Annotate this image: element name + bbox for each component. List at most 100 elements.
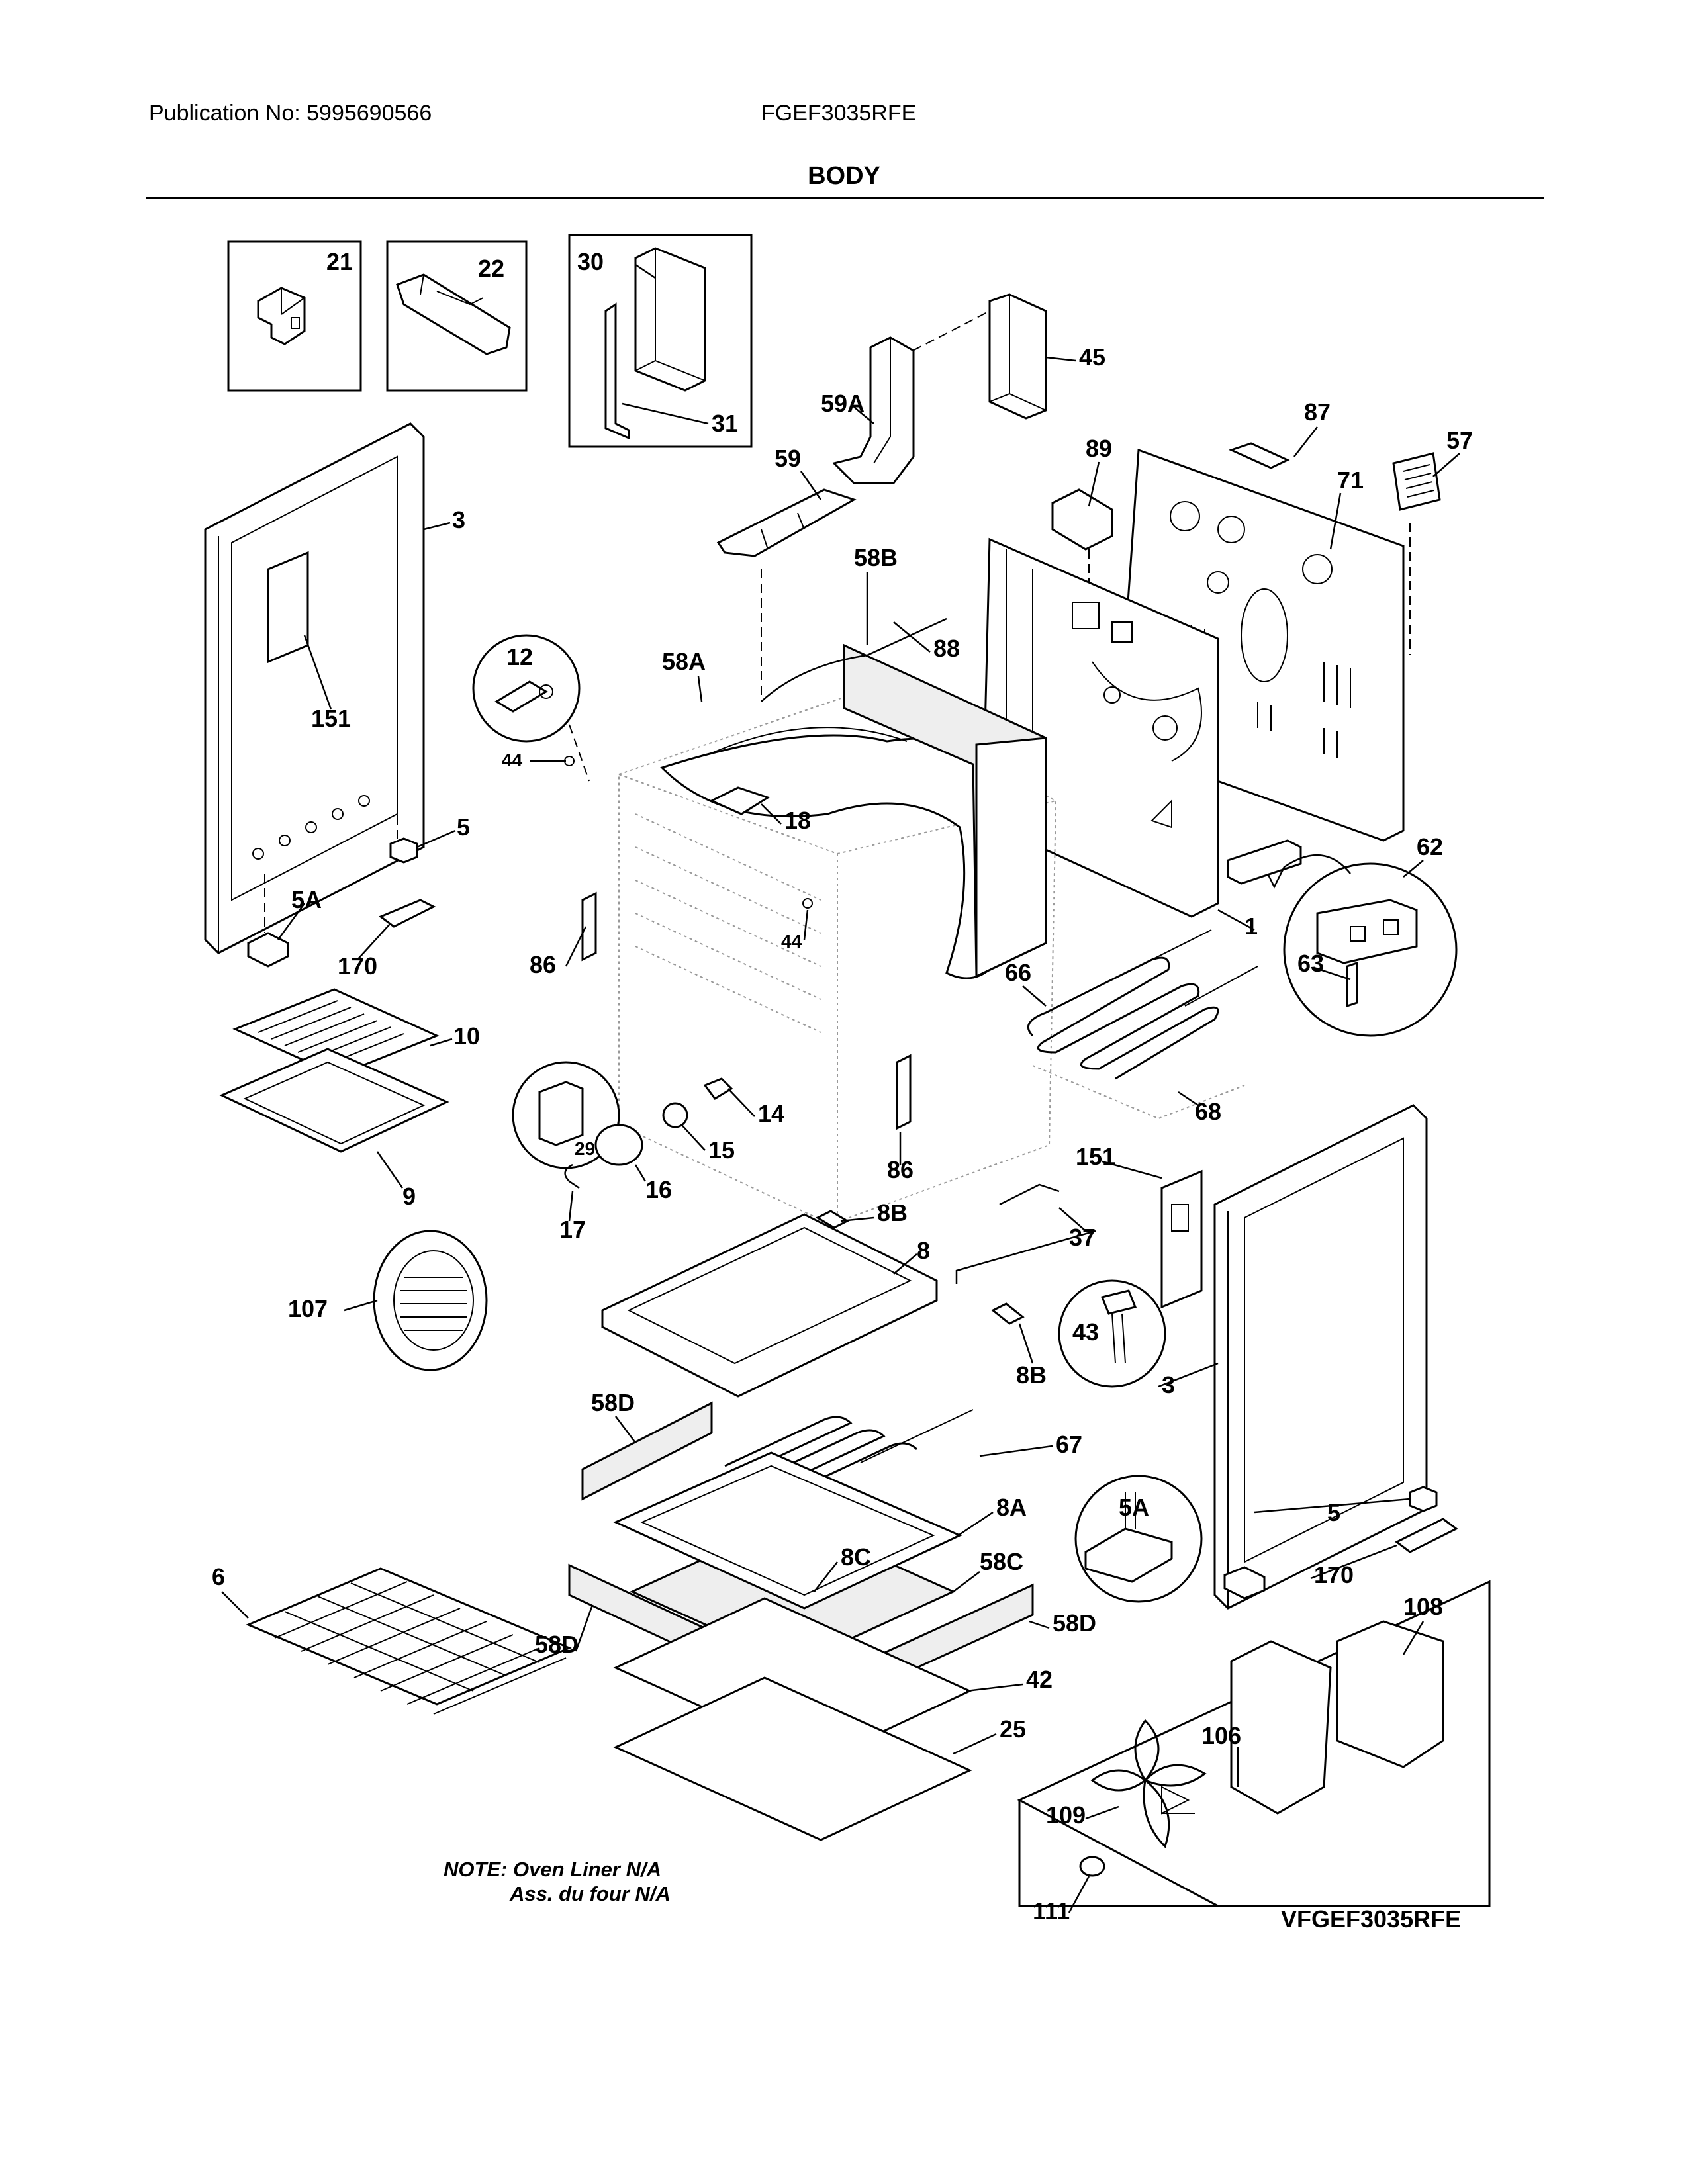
- model-number: FGEF3035RFE: [761, 101, 917, 126]
- inset-model-label: VFGEF3035RFE: [1281, 1905, 1461, 1933]
- callout-17: 17: [559, 1216, 586, 1243]
- section-title: BODY: [808, 162, 880, 190]
- callout-44-a: 44: [502, 750, 523, 770]
- socket-14: [703, 1077, 733, 1100]
- publication-number: Publication No: 5995690566: [149, 101, 432, 126]
- lens-16: [594, 1124, 643, 1166]
- bake-pan-8a: [613, 1451, 962, 1610]
- bracket-8b-bottom: [991, 1302, 1025, 1325]
- callout-16: 16: [645, 1176, 672, 1203]
- plate-87: [1228, 442, 1290, 469]
- callout-18: 18: [784, 807, 811, 834]
- callout-29: 29: [575, 1138, 595, 1159]
- callout-31: 31: [712, 410, 738, 437]
- callout-labels: 21 22 30 31 45 59A 59 87 57 89 71 58B 88…: [212, 248, 1473, 1925]
- callout-67: 67: [1056, 1431, 1082, 1458]
- note-line-1: NOTE: Oven Liner N/A: [444, 1858, 661, 1881]
- callout-71: 71: [1337, 467, 1364, 494]
- callout-5-right: 5: [1327, 1499, 1340, 1526]
- callout-42: 42: [1026, 1666, 1053, 1693]
- callout-58d-top: 58D: [591, 1389, 635, 1416]
- callout-45: 45: [1079, 343, 1105, 371]
- probe-lead: [955, 1230, 1096, 1284]
- lamp-cover-29: [512, 1061, 620, 1169]
- insulation-58d-top: [581, 1401, 713, 1501]
- oven-rack-6: [246, 1567, 572, 1715]
- callout-5-left: 5: [457, 813, 470, 841]
- screw-44-b: [802, 898, 813, 909]
- callout-8a: 8A: [996, 1494, 1027, 1521]
- insulation-58b: [843, 643, 1047, 978]
- bottom-cover-25: [613, 1676, 972, 1841]
- callout-43: 43: [1072, 1318, 1099, 1345]
- side-bracket-151: [1160, 1169, 1203, 1309]
- header-rule: [146, 197, 1544, 199]
- inset-box-22: [386, 240, 528, 392]
- bracket-86-left: [581, 891, 597, 962]
- lamp-socket-12: [472, 634, 590, 782]
- callout-5a-left: 5A: [291, 886, 322, 913]
- vent-cover-57: [1392, 452, 1441, 655]
- callout-14: 14: [758, 1100, 784, 1127]
- callout-8b-top: 8B: [877, 1199, 908, 1226]
- callout-10: 10: [453, 1023, 480, 1050]
- note-line-2: Ass. du four N/A: [509, 1882, 671, 1905]
- callout-58d-left: 58D: [535, 1631, 579, 1658]
- broil-element-66: [1027, 929, 1258, 1080]
- callout-21: 21: [326, 248, 353, 275]
- callout-111: 111: [1033, 1897, 1070, 1925]
- callout-3-right: 3: [1162, 1371, 1175, 1398]
- duct-59a: [832, 336, 915, 484]
- bake-element-67: [724, 1409, 974, 1494]
- drip-tray-9: [219, 1048, 449, 1153]
- callout-30: 30: [577, 248, 604, 275]
- callout-8: 8: [917, 1237, 930, 1264]
- fan-cover-107: [373, 1230, 488, 1371]
- left-side-panel-3: [204, 422, 425, 954]
- callout-88: 88: [933, 635, 960, 662]
- callout-106: 106: [1201, 1722, 1241, 1749]
- callout-68: 68: [1195, 1098, 1221, 1125]
- callout-66: 66: [1005, 959, 1031, 986]
- callout-151-right: 151: [1076, 1143, 1115, 1170]
- callout-89: 89: [1086, 435, 1112, 462]
- bulb-15: [662, 1102, 688, 1128]
- screw-44-a: [564, 756, 575, 766]
- oven-wire-88: [761, 617, 947, 702]
- callout-8b-bottom: 8B: [1016, 1361, 1047, 1388]
- callout-25: 25: [1000, 1715, 1026, 1743]
- callout-58b: 58B: [854, 544, 898, 571]
- terminal-block-62: [1227, 839, 1458, 1037]
- callout-1: 1: [1244, 913, 1258, 940]
- callout-9: 9: [402, 1183, 416, 1210]
- callout-6: 6: [212, 1563, 225, 1590]
- convection-inset: [1017, 1580, 1491, 1907]
- callout-3-left: 3: [452, 506, 465, 533]
- bracket-86-right: [896, 1054, 912, 1130]
- callout-58a: 58A: [662, 648, 706, 675]
- callout-57: 57: [1446, 427, 1473, 454]
- wire-68: [1032, 1065, 1245, 1120]
- callout-22: 22: [478, 255, 504, 282]
- leveler-right: [1395, 1486, 1458, 1553]
- clip-17: [564, 1163, 580, 1189]
- leveler-left: [247, 837, 436, 968]
- callout-5a-right: 5A: [1119, 1494, 1149, 1521]
- right-side-panel-3: [1213, 1104, 1428, 1610]
- callout-87: 87: [1304, 398, 1331, 426]
- callout-107: 107: [288, 1295, 328, 1322]
- callout-44-b: 44: [781, 931, 802, 952]
- callout-109: 109: [1046, 1801, 1086, 1829]
- callout-8c: 8C: [841, 1543, 871, 1570]
- wire-37: [999, 1183, 1060, 1206]
- callout-86-left: 86: [530, 951, 556, 978]
- inset-box-21: [227, 240, 362, 392]
- callout-59: 59: [774, 445, 801, 472]
- inset-box-30-31: [568, 234, 753, 448]
- callout-59a: 59A: [821, 390, 865, 417]
- duct-59: [716, 488, 857, 702]
- callout-170-left: 170: [338, 952, 377, 979]
- callout-63: 63: [1297, 950, 1324, 977]
- callout-108: 108: [1403, 1593, 1443, 1620]
